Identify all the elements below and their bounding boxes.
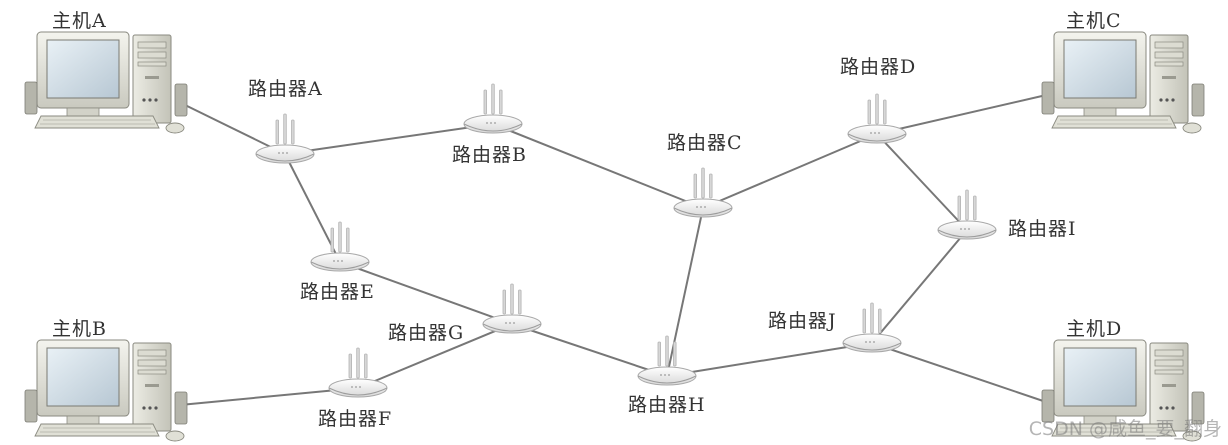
router-D[interactable] <box>847 93 907 144</box>
label-router-J: 路由器J <box>768 310 837 332</box>
router-E[interactable] <box>310 221 370 272</box>
label-router-B: 路由器B <box>452 144 527 166</box>
label-router-E: 路由器E <box>300 281 375 303</box>
link-router-D-router-I <box>876 133 968 231</box>
link-router-G-router-F <box>357 323 513 389</box>
link-router-H-router-J <box>666 342 873 377</box>
label-host-D: 主机D <box>1066 318 1123 340</box>
router-C[interactable] <box>673 167 733 218</box>
router-F[interactable] <box>328 347 388 398</box>
link-router-D-host-C <box>876 95 1043 135</box>
label-router-H: 路由器H <box>628 394 706 416</box>
link-router-F-host-B <box>179 387 359 406</box>
router-I[interactable] <box>937 189 997 240</box>
link-router-C-router-D <box>702 133 878 209</box>
host-C[interactable] <box>1041 31 1205 134</box>
links-layer <box>179 95 1056 406</box>
label-router-G: 路由器G <box>388 322 465 344</box>
router-G[interactable] <box>482 283 542 334</box>
label-host-A: 主机A <box>52 10 107 32</box>
link-router-B-router-C <box>492 123 704 209</box>
link-router-J-router-I <box>871 229 968 344</box>
link-router-G-router-H <box>511 323 668 377</box>
label-host-B: 主机B <box>52 318 107 340</box>
router-H[interactable] <box>637 335 697 386</box>
label-router-A: 路由器A <box>248 78 323 100</box>
watermark: CSDN @咸鱼_要_翻身 <box>1028 418 1222 440</box>
label-router-C: 路由器C <box>667 132 743 154</box>
router-B[interactable] <box>463 83 523 134</box>
host-B[interactable] <box>24 339 188 442</box>
router-J[interactable] <box>842 302 902 353</box>
label-router-I: 路由器I <box>1008 218 1077 240</box>
label-router-F: 路由器F <box>318 408 393 430</box>
router-A[interactable] <box>255 113 315 164</box>
link-host-A-router-A <box>182 103 286 155</box>
link-router-C-router-H <box>666 207 704 377</box>
label-host-C: 主机C <box>1066 10 1122 32</box>
link-router-E-router-G <box>339 261 513 325</box>
link-router-A-router-B <box>284 123 494 155</box>
label-router-D: 路由器D <box>840 56 917 78</box>
host-A[interactable] <box>24 31 188 134</box>
link-router-J-host-D <box>871 342 1056 406</box>
